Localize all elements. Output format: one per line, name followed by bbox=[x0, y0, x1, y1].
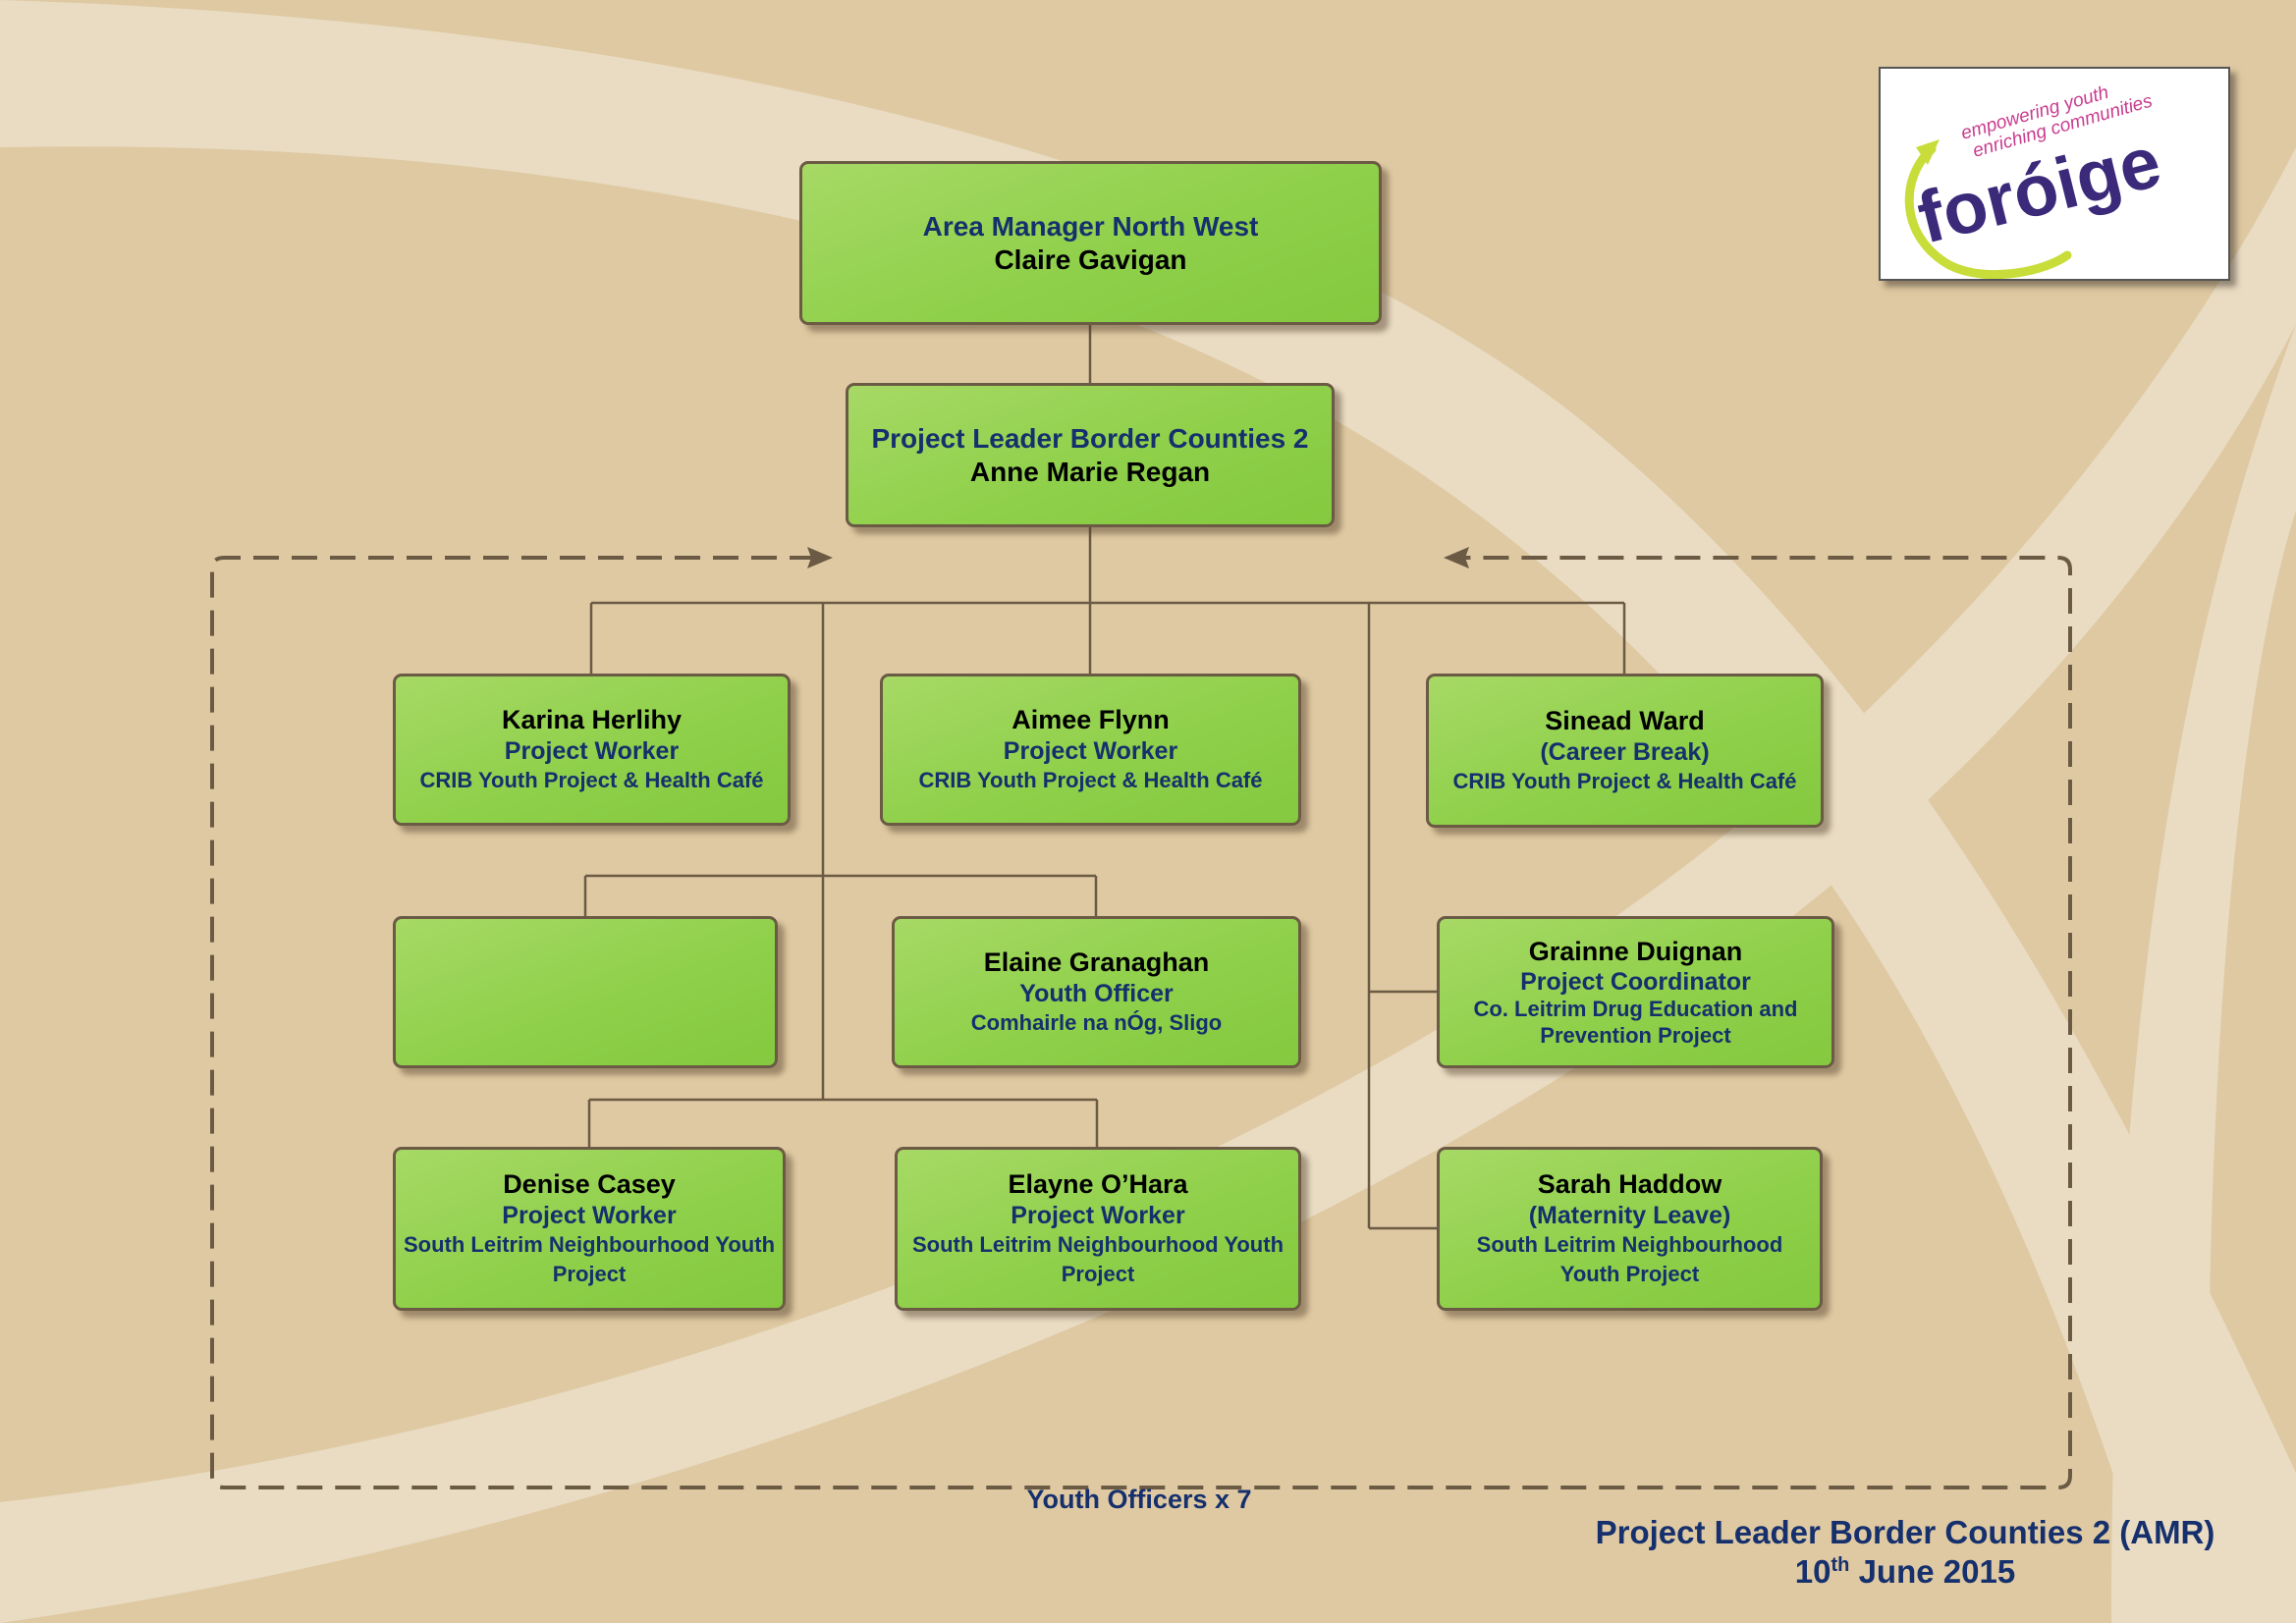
node-area-manager: Area Manager North West Claire Gavigan bbox=[799, 161, 1382, 325]
node-role: Project Worker bbox=[1003, 736, 1178, 765]
node-name: Claire Gavigan bbox=[994, 243, 1187, 275]
node-role: Project Worker bbox=[502, 1201, 677, 1229]
node-role: Area Manager North West bbox=[922, 210, 1259, 242]
node-org: CRIB Youth Project & Health Café bbox=[1452, 768, 1797, 793]
node-role: Project Worker bbox=[1011, 1201, 1185, 1229]
node-org: South Leitrim Neighbourhood Youth Projec… bbox=[1476, 1231, 1783, 1286]
node-project-leader: Project Leader Border Counties 2 Anne Ma… bbox=[846, 383, 1335, 527]
node-empty bbox=[393, 916, 778, 1068]
footer-title: Project Leader Border Counties 2 (AMR) bbox=[1595, 1514, 2215, 1550]
node-role: Project Worker bbox=[504, 736, 680, 765]
node-role: Project Coordinator bbox=[1520, 968, 1751, 997]
node-role: (Maternity Leave) bbox=[1528, 1201, 1731, 1229]
node-org: South Leitrim Neighbourhood Youth Projec… bbox=[911, 1231, 1285, 1286]
group-label: Youth Officers x 7 bbox=[1026, 1485, 1252, 1514]
node-org: Co. Leitrim Drug Education and Preventio… bbox=[1473, 997, 1798, 1048]
node-name: Sinead Ward bbox=[1545, 706, 1705, 736]
footer-date: 10th June 2015 bbox=[1748, 1553, 2062, 1591]
node-name: Aimee Flynn bbox=[1011, 705, 1170, 735]
node-name: Denise Casey bbox=[503, 1169, 676, 1200]
node-org: CRIB Youth Project & Health Café bbox=[918, 767, 1263, 792]
node-name: Anne Marie Regan bbox=[969, 456, 1211, 487]
footer-date-suffix: th bbox=[1831, 1554, 1850, 1576]
node-name: Elaine Granaghan bbox=[983, 947, 1210, 978]
node-denise-casey: Denise Casey Project Worker South Leitri… bbox=[393, 1147, 786, 1311]
node-role: Youth Officer bbox=[1019, 979, 1174, 1007]
node-karina-herlihy: Karina Herlihy Project Worker CRIB Youth… bbox=[393, 674, 791, 826]
node-name: Grainne Duignan bbox=[1528, 936, 1743, 966]
node-name: Karina Herlihy bbox=[501, 705, 683, 735]
node-grainne-duignan: Grainne Duignan Project Coordinator Co. … bbox=[1437, 916, 1834, 1068]
node-role: (Career Break) bbox=[1540, 737, 1710, 766]
footer-date-rest: June 2015 bbox=[1858, 1553, 2016, 1590]
node-org: South Leitrim Neighbourhood Youth Projec… bbox=[403, 1231, 776, 1286]
node-org: CRIB Youth Project & Health Café bbox=[419, 767, 764, 792]
node-name: Sarah Haddow bbox=[1537, 1169, 1722, 1200]
footer-date-day: 10 bbox=[1794, 1553, 1831, 1590]
node-elayne-ohara: Elayne O’Hara Project Worker South Leitr… bbox=[895, 1147, 1301, 1311]
node-sarah-haddow: Sarah Haddow (Maternity Leave) South Lei… bbox=[1437, 1147, 1823, 1311]
node-sinead-ward: Sinead Ward (Career Break) CRIB Youth Pr… bbox=[1426, 674, 1824, 828]
node-name: Elayne O’Hara bbox=[1008, 1169, 1188, 1200]
node-aimee-flynn: Aimee Flynn Project Worker CRIB Youth Pr… bbox=[880, 674, 1301, 826]
node-elaine-granaghan: Elaine Granaghan Youth Officer Comhairle… bbox=[892, 916, 1301, 1068]
foroige-logo: empowering youth enriching communities f… bbox=[1879, 67, 2230, 281]
node-org: Comhairle na nÓg, Sligo bbox=[970, 1009, 1223, 1035]
node-role: Project Leader Border Counties 2 bbox=[871, 422, 1309, 454]
